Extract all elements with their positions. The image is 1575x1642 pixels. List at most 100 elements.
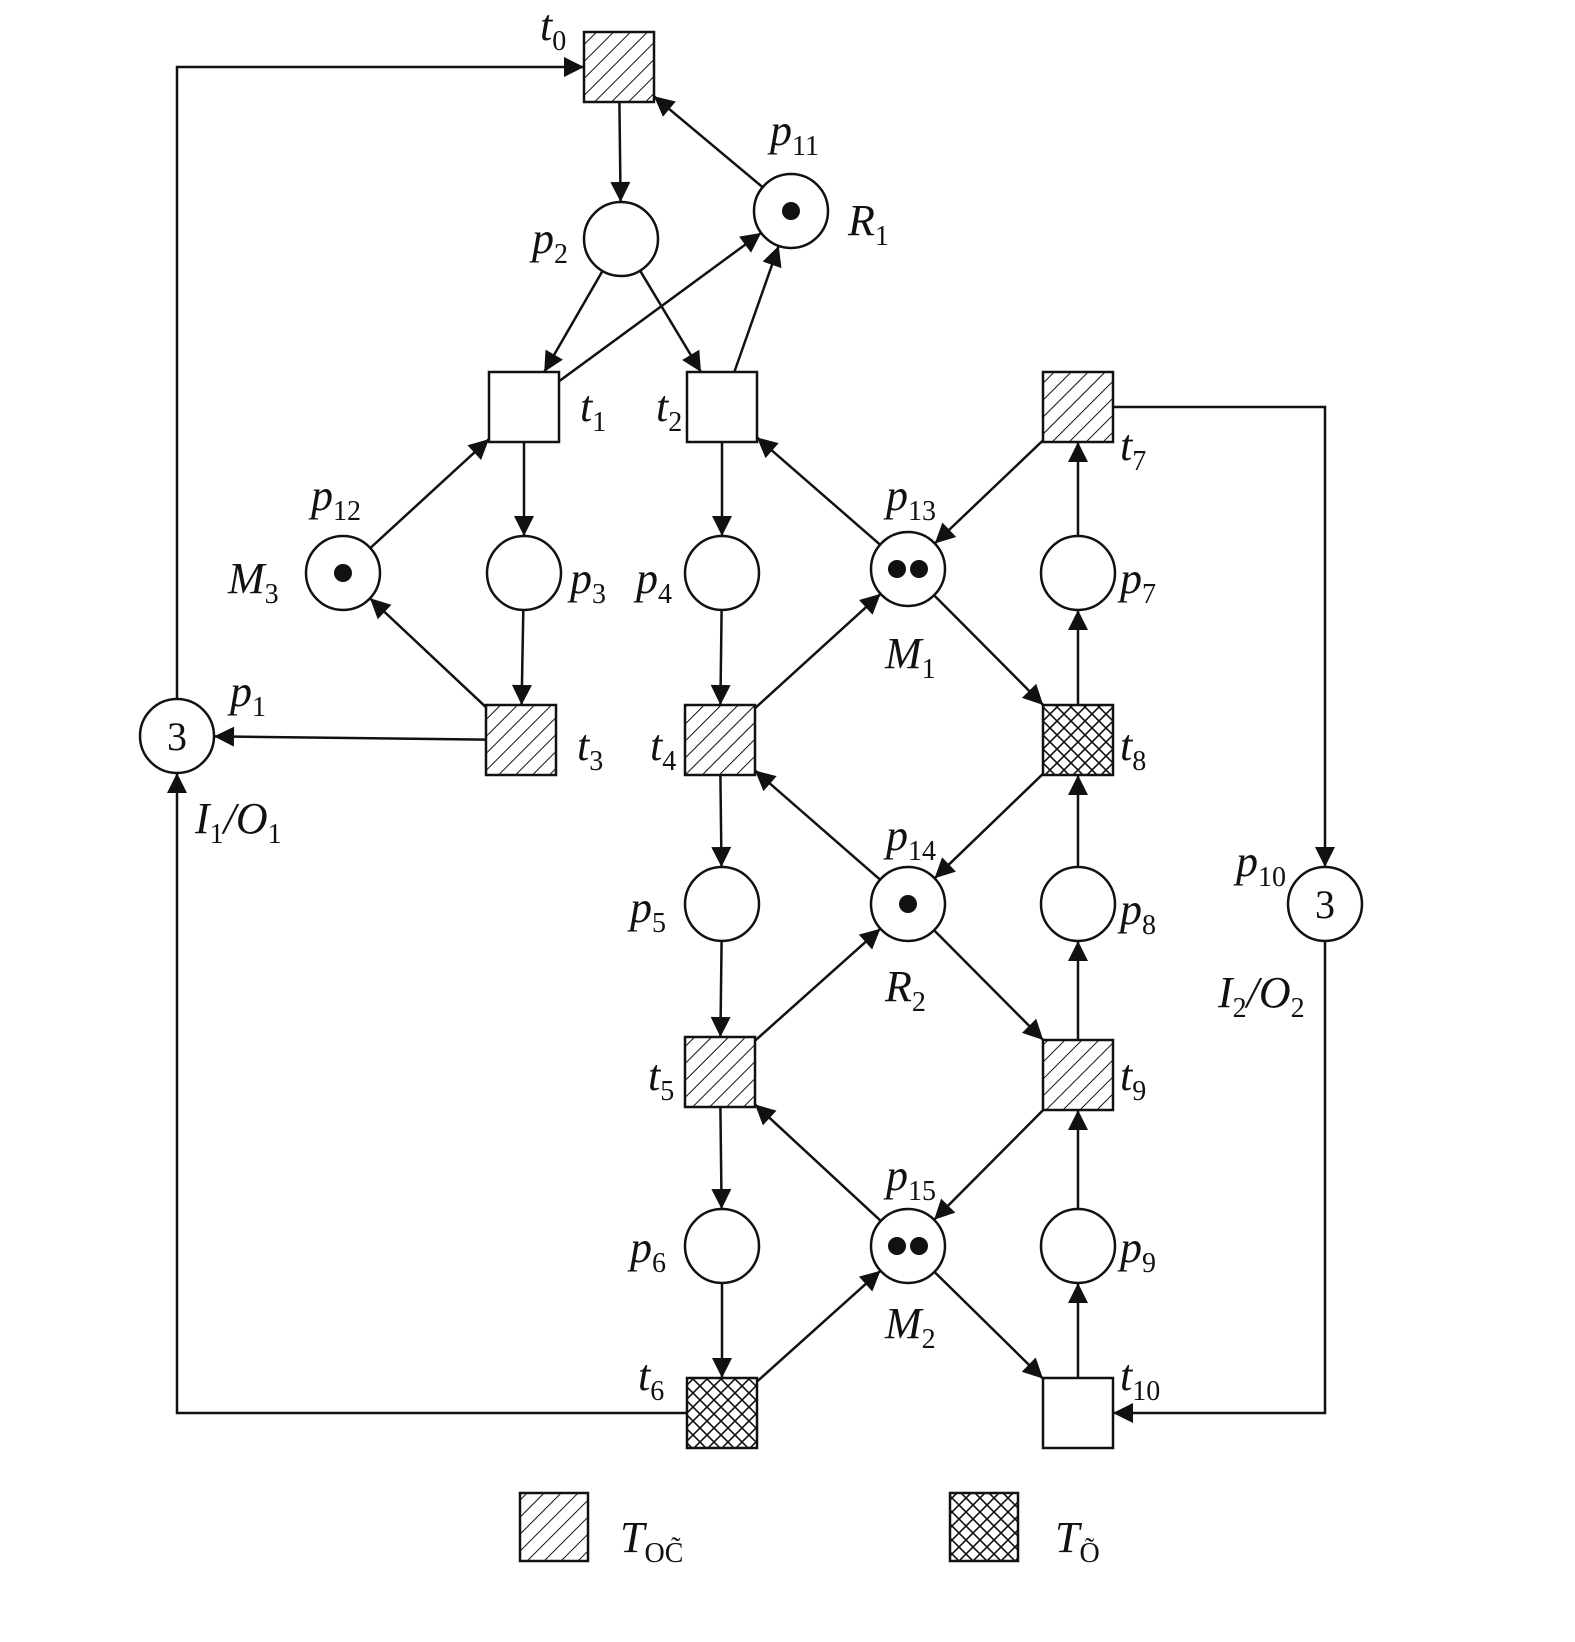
- arc-p3-to-t3: [511, 609, 532, 706]
- label-p9: p9: [1117, 1223, 1156, 1279]
- transition-t8: [1041, 703, 1115, 777]
- arc-p14-to-t9: [933, 929, 1045, 1041]
- arc-t7-to-p10: [1113, 405, 1335, 867]
- token-dot: [888, 1237, 906, 1255]
- place-circle: [1039, 865, 1117, 943]
- label-p10: p10: [1233, 837, 1286, 893]
- place-p5: [683, 865, 761, 943]
- place-circle: [683, 534, 761, 612]
- place-p8: [1039, 865, 1117, 943]
- place-circle: [1039, 534, 1117, 612]
- transition-t9: [1041, 1038, 1115, 1112]
- token-count: 3: [167, 714, 187, 759]
- resource-label-p1: I1/O1: [194, 794, 282, 850]
- label-p13: p13: [883, 471, 936, 527]
- resource-label-p15: M2: [884, 1299, 936, 1355]
- token-dot: [910, 560, 928, 578]
- token-dot: [334, 564, 352, 582]
- arc-p15-to-t10: [933, 1271, 1044, 1380]
- label-p3: p3: [567, 554, 606, 610]
- label-p8: p8: [1117, 885, 1156, 941]
- arc-t4-to-p5: [711, 774, 732, 868]
- place-p3: [485, 534, 563, 612]
- token-dot: [782, 202, 800, 220]
- place-p10: 3: [1286, 865, 1364, 943]
- arc-t6-to-p15: [756, 1269, 882, 1383]
- label-p11: p11: [767, 106, 819, 162]
- arc-t4-to-p13: [754, 592, 882, 710]
- arc-t9-to-p15: [933, 1109, 1045, 1221]
- transition-t6: [685, 1376, 759, 1450]
- transition-t10: [1041, 1376, 1115, 1450]
- arc-t3-to-p1: [213, 726, 487, 747]
- arc-p14-to-t4: [754, 769, 881, 881]
- label-t10: t10: [1120, 1351, 1160, 1407]
- place-circle: [869, 1207, 947, 1285]
- arc-t3-to-p12: [369, 597, 487, 709]
- token-dot: [910, 1237, 928, 1255]
- place-circle: [138, 697, 216, 775]
- place-p11: [752, 172, 830, 250]
- label-p2: p2: [529, 214, 568, 270]
- resource-label-p12: M3: [227, 554, 279, 610]
- label-p14: p14: [883, 811, 936, 867]
- arc-p5-to-t5: [710, 940, 731, 1038]
- arc-t6-to-p1: [167, 773, 687, 1415]
- legend-swatch-O: [948, 1491, 1020, 1563]
- label-t7: t7: [1120, 421, 1146, 477]
- label-p12: p12: [308, 471, 361, 527]
- label-t8: t8: [1120, 721, 1146, 777]
- transition-t2: [685, 370, 759, 444]
- transition-t7: [1041, 370, 1115, 444]
- nodes-layer: 33: [138, 30, 1364, 1450]
- place-p2: [582, 200, 660, 278]
- label-t2: t2: [656, 382, 682, 438]
- transition-t4: [683, 703, 757, 777]
- label-p5: p5: [627, 883, 666, 939]
- arc-p13-to-t8: [933, 594, 1045, 706]
- arc-p2-to-t1: [543, 270, 604, 373]
- arcs-layer: [167, 57, 1335, 1423]
- label-p15: p15: [883, 1151, 936, 1207]
- arc-t5-to-p6: [711, 1106, 732, 1210]
- arc-p12-to-t1: [369, 438, 490, 549]
- label-t6: t6: [638, 1351, 664, 1407]
- label-p6: p6: [627, 1223, 666, 1279]
- arc-p11-to-t0: [653, 95, 764, 189]
- arc-p1-to-t0: [175, 57, 584, 699]
- place-circle: [869, 530, 947, 608]
- label-t0: t0: [540, 1, 566, 57]
- label-t5: t5: [648, 1051, 674, 1107]
- transition-t5: [683, 1035, 757, 1109]
- place-circle: [683, 865, 761, 943]
- transition-t1: [487, 370, 561, 444]
- label-t4: t4: [650, 721, 676, 777]
- arc-p15-to-t5: [754, 1103, 882, 1222]
- resource-label-p13: M1: [884, 629, 936, 685]
- place-p12: [304, 534, 382, 612]
- label-t9: t9: [1120, 1051, 1146, 1107]
- place-p13: [869, 530, 947, 608]
- arc-t2-to-p11: [733, 245, 782, 373]
- place-p14: [869, 865, 947, 943]
- label-t3: t3: [577, 721, 603, 777]
- arc-p10-to-t10: [1113, 941, 1327, 1423]
- token-count: 3: [1315, 882, 1335, 927]
- legend-label-O: TÕ: [1055, 1513, 1100, 1569]
- transition-t0: [582, 30, 656, 104]
- transition-t3: [484, 703, 558, 777]
- place-p7: [1039, 534, 1117, 612]
- arc-t0-to-p2: [610, 101, 631, 203]
- place-p4: [683, 534, 761, 612]
- place-p6: [683, 1207, 761, 1285]
- label-p4: p4: [633, 554, 672, 610]
- place-p15: [869, 1207, 947, 1285]
- place-circle: [485, 534, 563, 612]
- resource-label-p14: R2: [884, 962, 926, 1018]
- arc-t5-to-p14: [754, 927, 882, 1042]
- arc-p2-to-t2: [639, 270, 703, 373]
- token-dot: [899, 895, 917, 913]
- legend: TOC̃TÕ: [518, 1491, 1100, 1569]
